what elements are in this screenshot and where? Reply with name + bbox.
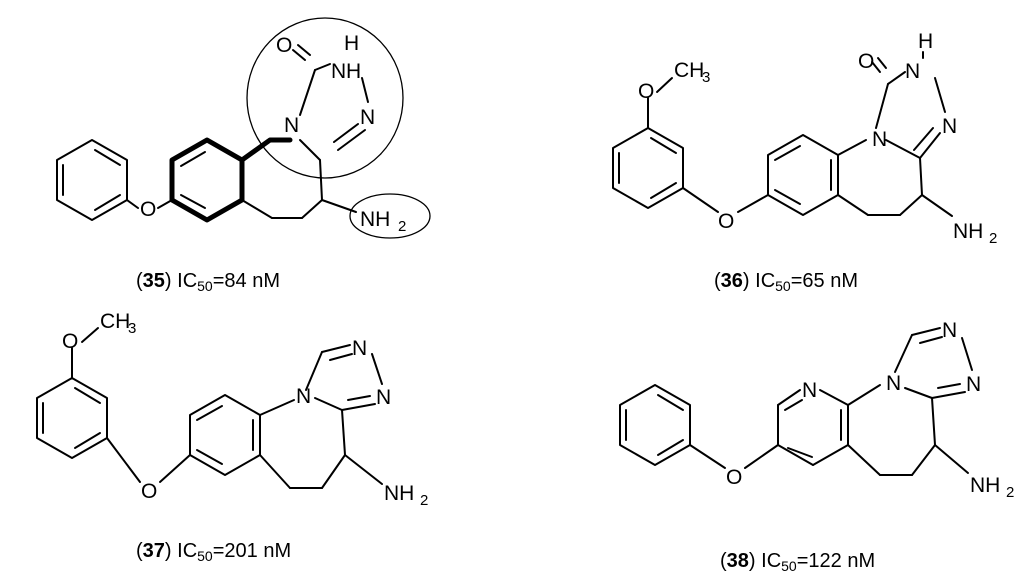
- hydrogen-label: H: [346, 60, 361, 83]
- ether-oxygen-label: O: [718, 210, 734, 233]
- amine-label: NH: [360, 208, 390, 231]
- ether-oxygen-label: O: [726, 466, 742, 489]
- carbonyl-oxygen-label: O: [858, 50, 874, 73]
- amine-subscript: 2: [420, 492, 428, 509]
- amine-subscript: 2: [989, 230, 997, 247]
- nitrogen-label: N: [376, 386, 391, 409]
- nitrogen-label: N: [942, 319, 957, 342]
- ether-oxygen-label: O: [140, 198, 156, 221]
- ic-label: IC: [755, 270, 776, 292]
- nitrogen-label: N: [284, 114, 299, 137]
- ic50-value: =84 nM: [212, 270, 280, 292]
- compound-id: 36: [720, 270, 743, 292]
- methoxy-oxygen-label: O: [62, 330, 78, 353]
- hydrogen-label: H: [918, 30, 933, 53]
- nitrogen-label: N: [942, 115, 957, 138]
- compound-36-caption: (36) IC50=65 nM: [714, 270, 858, 294]
- ic50-value: =201 nM: [212, 540, 292, 562]
- hydrogen-label: H: [344, 32, 359, 55]
- compound-id: 35: [142, 270, 165, 292]
- compound-id: 37: [142, 540, 165, 562]
- compound-id: 38: [726, 550, 749, 572]
- methyl-subscript: 3: [702, 69, 710, 86]
- nitrogen-label: N: [360, 106, 375, 129]
- ic-subscript: 50: [197, 278, 213, 294]
- compound-37-caption: (37) IC50=201 nM: [136, 540, 292, 564]
- nitrogen-label: N: [886, 372, 901, 395]
- amine-subscript: 2: [1006, 484, 1014, 501]
- ic-label: IC: [177, 270, 198, 292]
- ic50-value: =122 nM: [796, 550, 876, 572]
- amine-label: NH: [384, 482, 414, 505]
- amine-subscript: 2: [398, 218, 406, 235]
- compound-36-structure: O CH 3 O O H N N N NH 2: [612, 30, 997, 247]
- nitrogen-label: N: [352, 337, 367, 360]
- nitrogen-label: N: [905, 60, 920, 83]
- ic-label: IC: [177, 540, 198, 562]
- compound-38-caption: (38) IC50=122 nM: [720, 550, 876, 574]
- nitrogen-label: N: [331, 60, 346, 83]
- pyridine-nitrogen-label: N: [802, 379, 817, 402]
- compound-37-structure: O CH 3 O N N N NH 2: [36, 310, 428, 509]
- ic50-value: =65 nM: [790, 270, 858, 292]
- ic-subscript: 50: [781, 558, 797, 574]
- nitrogen-label: N: [872, 128, 887, 151]
- amine-label: NH: [953, 220, 983, 243]
- ic-label: IC: [761, 550, 782, 572]
- ether-oxygen-label: O: [141, 480, 157, 503]
- carbonyl-oxygen-label: O: [276, 34, 292, 57]
- methoxy-oxygen-label: O: [638, 80, 654, 103]
- methyl-label: CH: [674, 59, 704, 82]
- ic-subscript: 50: [197, 548, 213, 564]
- compound-35-structure: O O H N H N N NH 2: [56, 17, 431, 239]
- nitrogen-label: N: [966, 373, 981, 396]
- compound-38-structure: O N N N N NH 2: [619, 319, 1014, 501]
- nitrogen-label: N: [296, 385, 311, 408]
- ic-subscript: 50: [775, 278, 791, 294]
- methyl-label: CH: [100, 310, 130, 333]
- compound-35-caption: (35) IC50=84 nM: [136, 270, 280, 294]
- amine-label: NH: [970, 474, 1000, 497]
- methyl-subscript: 3: [128, 320, 136, 337]
